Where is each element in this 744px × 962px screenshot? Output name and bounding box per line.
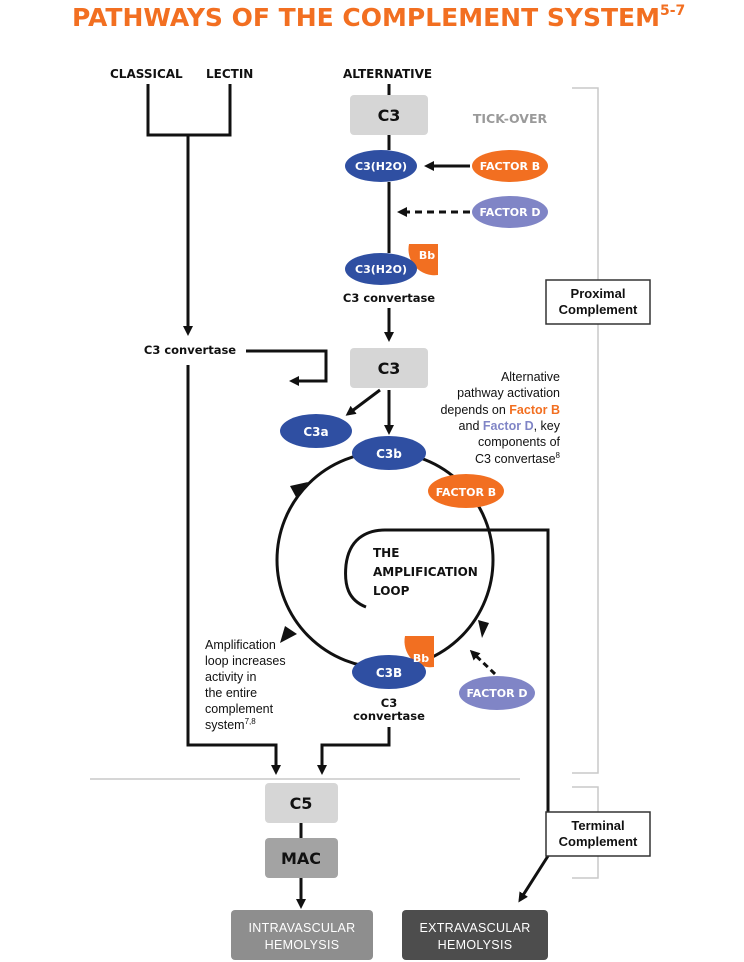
c3-mid-box	[350, 348, 428, 388]
convertase-bottom-to-c5-arrow	[317, 727, 391, 775]
c3-top-box	[350, 95, 428, 135]
c3h2o-label-2: C3(H2O)	[355, 263, 407, 276]
factor-d-top-oval	[472, 196, 548, 228]
c3-to-c3a-arrow	[345, 388, 381, 416]
terminal-label-box	[545, 811, 651, 857]
c3h2o-oval-1	[345, 150, 417, 182]
svg-text:and Factor D, key: and Factor D, key	[459, 419, 561, 433]
classical-header: CLASSICAL	[110, 67, 183, 81]
c5-box	[265, 783, 338, 823]
c3-convertase-bottom-label-2: convertase	[353, 709, 425, 723]
proximal-label-box	[545, 279, 651, 325]
c3-top-label: C3	[378, 106, 401, 125]
svg-text:depends on Factor B: depends on Factor B	[440, 403, 560, 417]
bb-top-label: Bb	[419, 249, 435, 262]
classical-lectin-connector	[146, 84, 232, 336]
factor-d-bottom-arrow	[469, 649, 497, 676]
svg-text:the entire: the entire	[205, 686, 257, 700]
amplification-title-2: AMPLIFICATION	[373, 565, 478, 579]
c5-label: C5	[290, 794, 313, 813]
factor-b-top-oval	[472, 150, 548, 182]
terminal-label-1: Terminal	[571, 818, 624, 833]
amplification-note: Amplification loop increases activity in…	[205, 638, 286, 732]
c3-mid-label: C3	[378, 359, 401, 378]
extravascular-label-1: EXTRAVASCULAR	[419, 921, 530, 935]
alternative-header: ALTERNATIVE	[343, 67, 432, 81]
convertase-left-to-c3-arrow	[246, 349, 328, 386]
factor-b-mid-label: FACTOR B	[436, 486, 496, 499]
bb-bottom-shape	[404, 636, 434, 668]
page-title: PATHWAYS OF THE COMPLEMENT SYSTEM5-7	[72, 3, 685, 32]
intravascular-label-2: HEMOLYSIS	[265, 938, 340, 952]
svg-text:Amplification: Amplification	[205, 638, 276, 652]
svg-text:Alternative: Alternative	[501, 370, 560, 384]
extravascular-path-arrow	[344, 528, 550, 903]
amplification-title-1: THE	[373, 546, 399, 560]
svg-text:loop increases: loop increases	[205, 654, 286, 668]
proximal-bracket	[572, 87, 599, 774]
loop-arrow-upper-left	[290, 482, 308, 497]
svg-text:system7,8: system7,8	[205, 717, 256, 732]
proximal-label-1: Proximal	[571, 286, 626, 301]
c3a-label: C3a	[303, 425, 328, 439]
c3b-bottom-oval	[352, 655, 426, 689]
extravascular-hemolysis-box	[402, 910, 548, 960]
c3b-oval	[352, 436, 426, 470]
c3-convertase-left-label: C3 convertase	[144, 343, 236, 357]
terminal-label-2: Complement	[559, 834, 638, 849]
loop-arrow-lower-left	[280, 626, 297, 643]
alt-activation-note: Alternative pathway activation depends o…	[440, 370, 560, 466]
svg-text:components of: components of	[478, 435, 561, 449]
svg-text:C3 convertase8: C3 convertase8	[475, 451, 561, 466]
factor-b-top-label: FACTOR B	[480, 160, 540, 173]
mac-label: MAC	[281, 849, 321, 868]
factor-d-bottom-label: FACTOR D	[466, 687, 527, 700]
svg-text:complement: complement	[205, 702, 274, 716]
svg-text:activity in: activity in	[205, 670, 256, 684]
mac-box	[265, 838, 338, 878]
proximal-label-2: Complement	[559, 302, 638, 317]
bb-bottom-label: Bb	[413, 652, 429, 665]
c3b-label: C3b	[376, 447, 402, 461]
intravascular-hemolysis-box	[231, 910, 373, 960]
c3h2o-label-1: C3(H2O)	[355, 160, 407, 173]
factor-d-bottom-oval	[459, 676, 535, 710]
bb-top-shape	[408, 244, 438, 276]
svg-text:pathway activation: pathway activation	[457, 386, 560, 400]
c3a-oval	[280, 414, 352, 448]
c3-convertase-top-label: C3 convertase	[343, 291, 435, 305]
loop-arrow-right	[478, 620, 489, 638]
factor-d-top-label: FACTOR D	[479, 206, 540, 219]
c3h2o-oval-2	[345, 253, 417, 285]
factor-b-mid-oval	[428, 474, 504, 508]
amplification-title-3: LOOP	[373, 584, 410, 598]
intravascular-label-1: INTRAVASCULAR	[249, 921, 356, 935]
tick-over-label: TICK-OVER	[473, 111, 548, 126]
c3b-bottom-label: C3B	[376, 666, 402, 680]
extravascular-label-2: HEMOLYSIS	[438, 938, 513, 952]
lectin-header: LECTIN	[206, 67, 253, 81]
c3-convertase-bottom-label-1: C3	[381, 696, 397, 710]
convertase-left-to-c5-arrow	[186, 365, 281, 775]
